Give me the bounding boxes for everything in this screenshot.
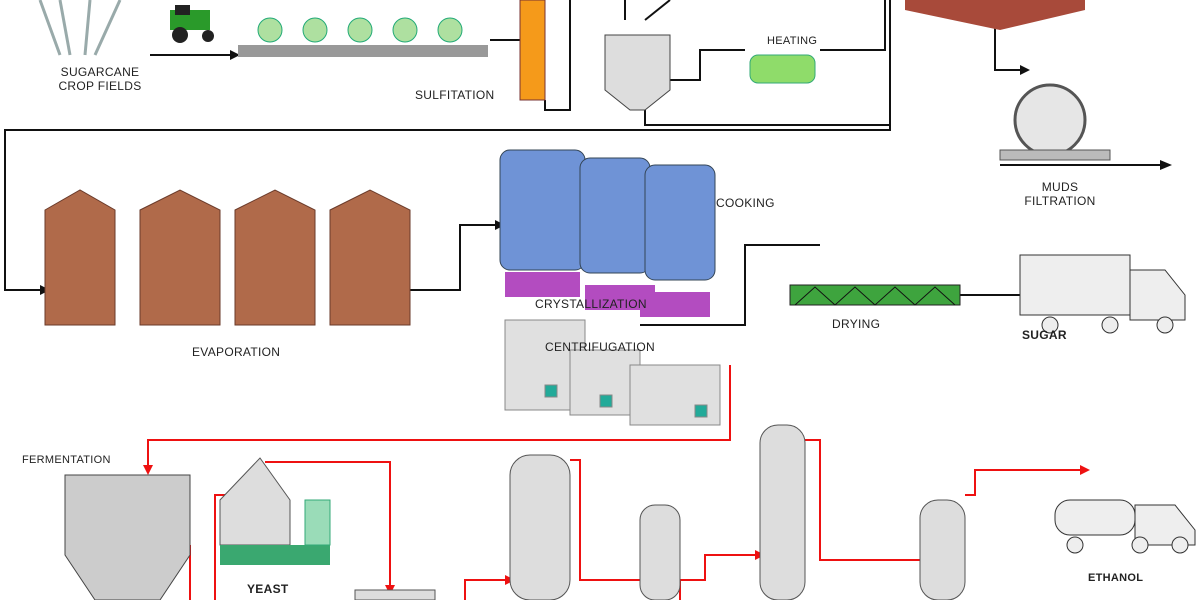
label-crystallization: CRYSTALLIZATION: [535, 297, 647, 311]
mill-rollers: [238, 17, 488, 57]
tractor-icon: [170, 5, 214, 43]
fermentation-tank: [64, 474, 191, 600]
cookers: [499, 149, 716, 281]
ethanol-truck-icon: [1054, 499, 1196, 554]
label-fermentation: FERMENTATION: [22, 454, 111, 466]
muds-filter-drum: [1013, 83, 1087, 157]
sulfitation-tower: [519, 0, 546, 101]
label-heating: HEATING: [767, 35, 818, 47]
label-sugar: SUGAR: [1022, 328, 1067, 342]
distillation-columns: [509, 424, 966, 600]
clarifier: [905, 0, 1085, 30]
label-yeast: YEAST: [247, 582, 289, 596]
mixing-tank: [604, 34, 671, 111]
label-muds-filtration: MUDS FILTRATION: [1024, 180, 1096, 208]
label-sulfitation: SULFITATION: [415, 88, 495, 102]
juice-flow-lines: [4, 0, 1160, 326]
sugar-truck-icon: [1019, 254, 1186, 334]
crystallizers: [505, 272, 710, 317]
label-centrifugation: CENTRIFUGATION: [545, 340, 655, 354]
label-drying: DRYING: [832, 317, 881, 331]
heater: [749, 54, 816, 84]
yeast-separator: [219, 457, 291, 546]
evaporators: [44, 189, 411, 326]
sugarcane-icon: [38, 0, 122, 56]
label-ethanol: ETHANOL: [1088, 572, 1144, 584]
label-evaporation: EVAPORATION: [192, 345, 281, 359]
label-crop-fields: SUGARCANE CROP FIELDS: [58, 65, 142, 93]
label-cooking: COOKING: [716, 196, 775, 210]
centrifuges: [504, 319, 721, 426]
